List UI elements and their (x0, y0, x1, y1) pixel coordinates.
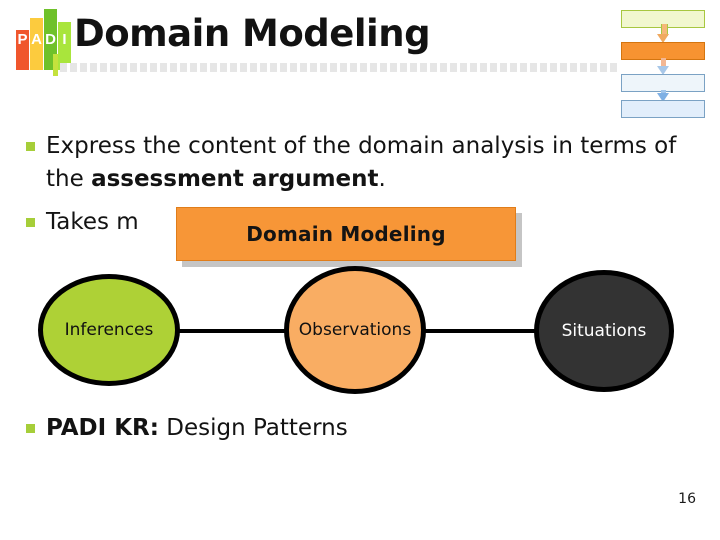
bullet-3-tail: Design Patterns (158, 415, 348, 441)
process-stage-4-box (621, 100, 705, 118)
node-observations-label: Observations (298, 320, 412, 340)
node-inferences: Inferences (38, 274, 180, 386)
process-flow-diagram (607, 8, 712, 120)
padi-logo: P A D I (14, 6, 76, 70)
bullet-text-1: Express the content of the domain analys… (46, 130, 686, 196)
logo-letter-a: A (31, 31, 42, 48)
node-situations-label: Situations (561, 321, 647, 341)
logo-bar-4 (58, 22, 71, 70)
bullet-item-2: Takes m (26, 206, 526, 239)
bullet-2-lead: Takes m (46, 209, 139, 235)
logo-letter-p: P (17, 31, 28, 48)
page-title: Domain Modeling (74, 12, 431, 55)
bullet-text-3: PADI KR: Design Patterns (46, 412, 348, 445)
bullet-1-emphasis: assessment argument (91, 166, 379, 192)
domain-modeling-callout-label: Domain Modeling (246, 222, 446, 246)
logo-letter-i: I (62, 31, 67, 48)
logo-bar-1 (16, 30, 29, 70)
title-divider (60, 63, 620, 72)
connector-observations-situations (420, 329, 570, 333)
assessment-argument-diagram: Inferences Observations Situations (0, 258, 720, 408)
bullet-1-tail: . (378, 166, 386, 192)
bullet-marker-icon (26, 142, 35, 151)
bullet-3-emphasis: PADI KR: (46, 415, 159, 441)
bullet-text-2: Takes m (46, 206, 139, 239)
process-arrow-down-icon-1 (657, 24, 670, 44)
logo-bar-2 (30, 18, 43, 70)
connector-inferences-observations (165, 329, 300, 333)
process-arrow-down-icon-3 (657, 90, 670, 103)
logo-letter-d: D (45, 31, 56, 48)
bullet-marker-icon (26, 424, 35, 433)
node-observations: Observations (284, 266, 426, 394)
page-number: 16 (678, 491, 696, 507)
bullet-item-1: Express the content of the domain analys… (26, 130, 686, 196)
domain-modeling-callout: Domain Modeling (176, 207, 516, 261)
bullet-marker-icon (26, 218, 35, 227)
process-arrow-down-icon-2 (657, 58, 670, 76)
node-inferences-label: Inferences (64, 320, 154, 340)
title-rule-accent (53, 54, 58, 76)
node-situations: Situations (534, 270, 674, 392)
bullet-1-lead: Express the content of the domain analys… (46, 133, 677, 192)
bullet-item-3: PADI KR: Design Patterns (26, 412, 586, 445)
